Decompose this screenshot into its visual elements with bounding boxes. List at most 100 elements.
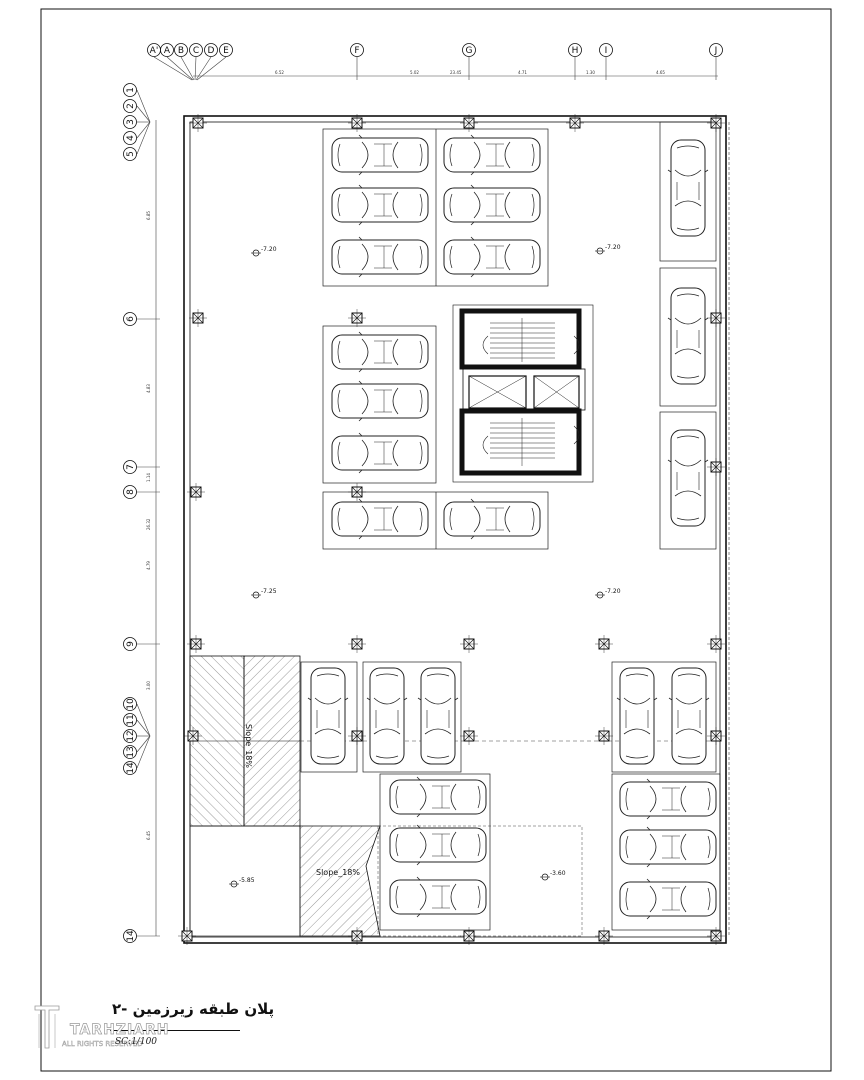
parking-bays bbox=[300, 121, 721, 931]
building-outline bbox=[183, 115, 730, 944]
title-underline bbox=[110, 1030, 240, 1031]
car bbox=[331, 380, 429, 422]
svg-text:4: 4 bbox=[126, 135, 136, 141]
row-axis-dims: 6.85 4.83 1.14 26.32 4.79 3.00 6.45 bbox=[146, 211, 151, 840]
svg-text:F: F bbox=[354, 46, 359, 56]
car bbox=[443, 498, 541, 540]
axis-bubble-14-bottom: 14 bbox=[123, 929, 137, 943]
svg-text:C: C bbox=[193, 46, 199, 56]
parked-cars bbox=[307, 134, 717, 920]
svg-text:3: 3 bbox=[126, 119, 136, 125]
car bbox=[331, 432, 429, 474]
axis-bubble-c: C bbox=[189, 43, 203, 57]
axis-bubble-5: 5 bbox=[123, 147, 137, 161]
drawing-title: پلان طبقه زیرزمین -۲ bbox=[112, 1000, 275, 1018]
level-marker-ramp-high: -3.60 bbox=[540, 870, 566, 881]
svg-text:G: G bbox=[466, 46, 473, 56]
car bbox=[331, 134, 429, 176]
car bbox=[667, 429, 709, 527]
car bbox=[389, 824, 487, 866]
car bbox=[667, 139, 709, 237]
svg-text:23.45: 23.45 bbox=[450, 70, 462, 75]
car bbox=[443, 184, 541, 226]
svg-text:1.30: 1.30 bbox=[586, 70, 595, 75]
svg-text:B: B bbox=[178, 46, 184, 56]
axis-bubble-e: E bbox=[219, 43, 233, 57]
car bbox=[619, 826, 717, 868]
axis-bubble-6: 6 bbox=[123, 312, 137, 326]
axis-bubble-f: F bbox=[350, 43, 364, 57]
svg-text:6.52: 6.52 bbox=[275, 70, 284, 75]
level-marker-mid-east: -7.20 bbox=[595, 588, 621, 599]
axis-bubble-j: J bbox=[709, 43, 723, 57]
car bbox=[307, 667, 349, 765]
svg-text:-7.25: -7.25 bbox=[261, 588, 277, 595]
row-axis-grid bbox=[136, 89, 160, 937]
svg-text:-5.85: -5.85 bbox=[239, 877, 255, 884]
rights-watermark: ALL RIGHTS RESERVED bbox=[62, 1040, 143, 1048]
svg-text:D: D bbox=[208, 46, 215, 56]
axis-bubble-a: A bbox=[160, 43, 174, 57]
svg-text:5.02: 5.02 bbox=[410, 70, 419, 75]
car bbox=[616, 667, 658, 765]
svg-text:6: 6 bbox=[126, 316, 136, 322]
column-bubbles: A' A B C D E F G H I J bbox=[147, 43, 723, 57]
ramp-slope-label-lower: Slope_18% bbox=[316, 868, 360, 877]
axis-bubble-13: 13 bbox=[123, 745, 137, 759]
svg-text:4.65: 4.65 bbox=[656, 70, 665, 75]
car bbox=[417, 667, 459, 765]
column-axis-dims: 6.52 5.02 23.45 4.71 1.30 4.65 bbox=[275, 70, 665, 75]
axis-bubble-10: 10 bbox=[123, 697, 137, 711]
svg-text:-7.20: -7.20 bbox=[261, 246, 277, 253]
level-marker-ne: -7.20 bbox=[595, 244, 621, 255]
svg-text:14: 14 bbox=[126, 762, 136, 774]
sheet-border bbox=[40, 8, 832, 1072]
svg-text:I: I bbox=[605, 46, 608, 56]
svg-text:7: 7 bbox=[126, 464, 136, 470]
svg-text:-3.60: -3.60 bbox=[550, 870, 566, 877]
car bbox=[667, 287, 709, 385]
axis-bubble-3: 3 bbox=[123, 115, 137, 129]
car bbox=[443, 236, 541, 278]
svg-text:A': A' bbox=[150, 46, 159, 56]
axis-bubble-2: 2 bbox=[123, 99, 137, 113]
axis-bubble-d: D bbox=[204, 43, 218, 57]
svg-text:-7.20: -7.20 bbox=[605, 244, 621, 251]
car bbox=[366, 667, 408, 765]
ramp-zones: Slope_18% Slope_18% bbox=[189, 655, 720, 937]
svg-text:A: A bbox=[164, 46, 171, 56]
column-axis-grid bbox=[153, 56, 718, 81]
axis-bubble-9: 9 bbox=[123, 637, 137, 651]
axis-bubble-12: 12 bbox=[123, 729, 137, 743]
car bbox=[619, 878, 717, 920]
brand-logo-icon bbox=[34, 1005, 60, 1049]
axis-bubble-g: G bbox=[462, 43, 476, 57]
brand-watermark: TARHZIARH bbox=[70, 1022, 170, 1039]
svg-text:H: H bbox=[572, 46, 579, 56]
axis-bubble-4: 4 bbox=[123, 131, 137, 145]
svg-text:-7.20: -7.20 bbox=[605, 588, 621, 595]
svg-text:1: 1 bbox=[126, 87, 136, 93]
axis-bubble-i: I bbox=[599, 43, 613, 57]
axis-bubble-11: 11 bbox=[123, 713, 137, 727]
axis-bubble-a-prime: A' bbox=[147, 43, 161, 57]
svg-text:J: J bbox=[714, 46, 718, 56]
svg-text:13: 13 bbox=[126, 746, 136, 757]
svg-text:4.71: 4.71 bbox=[518, 70, 527, 75]
axis-bubble-14: 14 bbox=[123, 761, 137, 775]
svg-text:5: 5 bbox=[126, 151, 136, 157]
title-block: پلان طبقه زیرزمین -۲ TARHZIARH ALL RIGHT… bbox=[30, 998, 274, 1054]
stair-core bbox=[452, 304, 594, 483]
car bbox=[443, 134, 541, 176]
svg-text:6.85: 6.85 bbox=[146, 211, 151, 220]
level-marker-ramp-low: -5.85 bbox=[229, 877, 255, 888]
svg-text:E: E bbox=[223, 46, 229, 56]
svg-text:12: 12 bbox=[126, 730, 136, 741]
car bbox=[389, 776, 487, 818]
svg-text:14: 14 bbox=[126, 930, 136, 942]
level-marker-mid-west: -7.25 bbox=[251, 588, 277, 599]
axis-bubble-8: 8 bbox=[123, 485, 137, 499]
ramp-hatch-lower bbox=[299, 825, 381, 937]
car bbox=[331, 498, 429, 540]
axis-bubble-h: H bbox=[568, 43, 582, 57]
